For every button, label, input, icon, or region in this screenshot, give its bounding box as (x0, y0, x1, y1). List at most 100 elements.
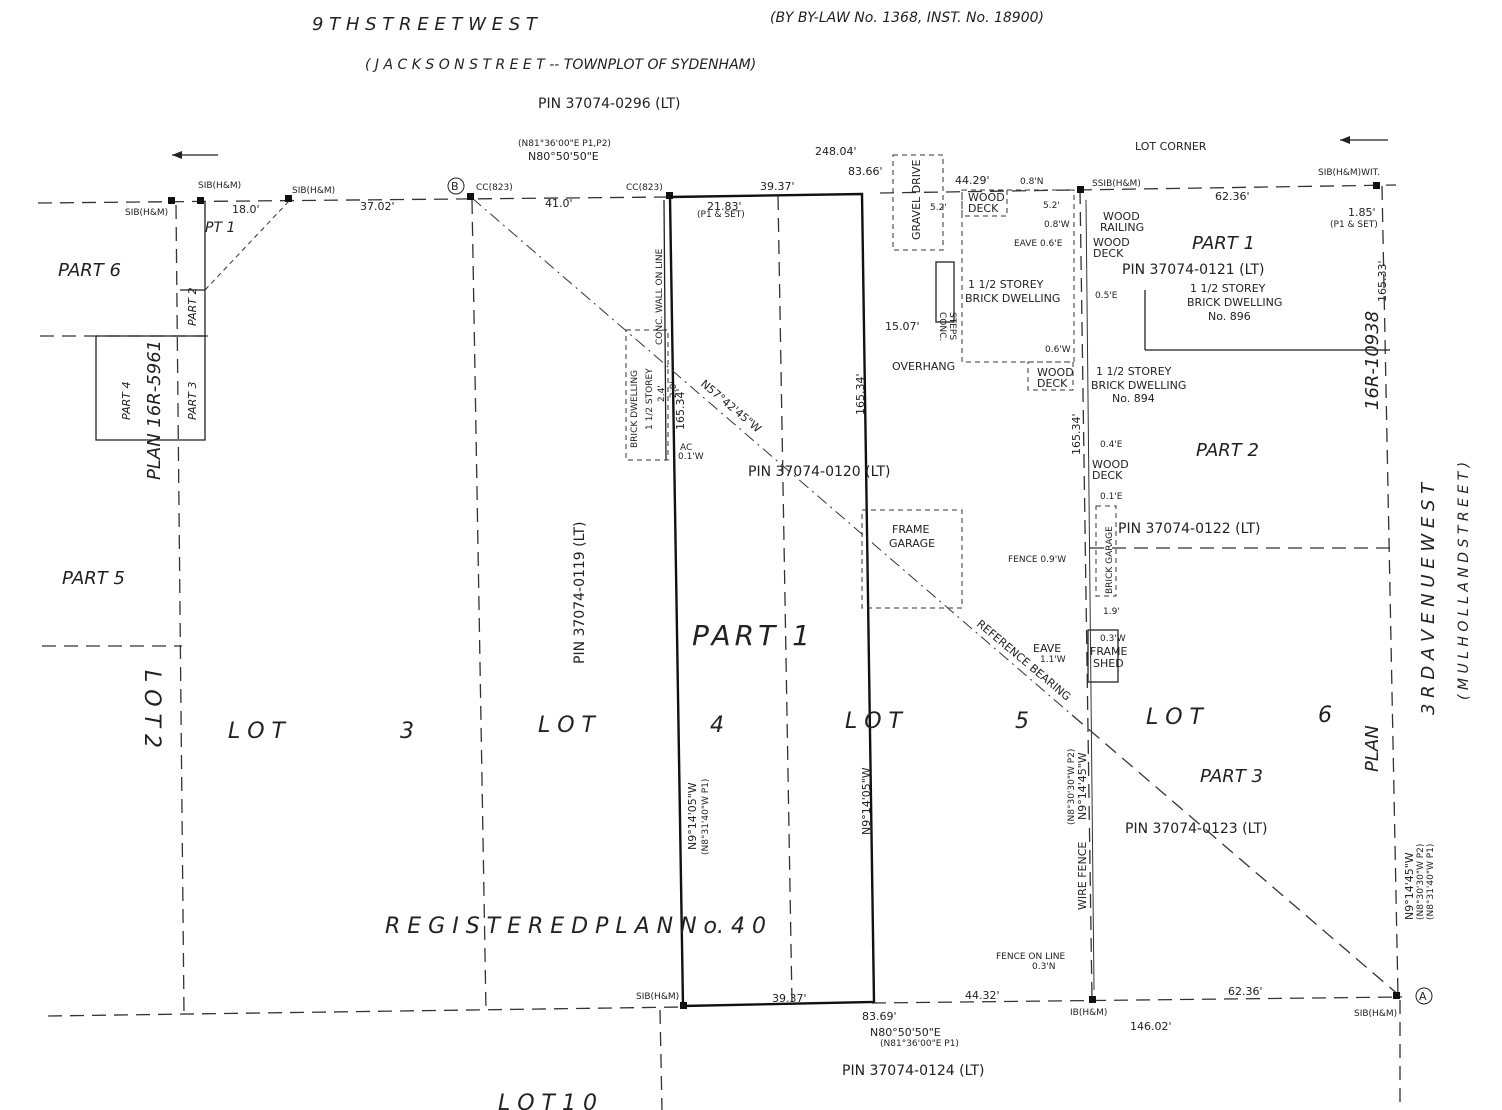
frame-garage (861, 509, 963, 609)
features-frame-shed-b-label: SHED (1093, 657, 1124, 670)
part1-boundary (668, 192, 876, 1008)
lot-line-vert-1 (175, 204, 185, 1015)
wood-deck-1 (961, 189, 1008, 217)
monuments-pt-b-label: B (451, 180, 459, 193)
dimensions-d165-34-a-label: 165.34' (674, 388, 687, 430)
point-b-marker (447, 177, 465, 195)
parts-r-part1-label: PART 1 (1192, 233, 1255, 254)
monuments-sib-se-label: SIB(H&M) (1354, 1009, 1397, 1019)
dimensions-p1set-label: (P1 & SET) (697, 210, 745, 220)
north-boundary-line-east (879, 184, 1397, 194)
features-wood-deck2b-label: DECK (1093, 247, 1124, 260)
monuments-sib3-label: SIB(H&M) (292, 186, 335, 196)
dimensions-d165-34-b-label: 165.34' (854, 373, 867, 415)
fence-marks (1085, 199, 1095, 991)
steps (935, 261, 955, 323)
bearings-east-line-label: N9°14'05"W (860, 767, 873, 835)
features-wood-deck1-label: WOOD (968, 191, 1005, 204)
monuments-ib-label: IB(H&M) (1070, 1008, 1107, 1018)
features-wood-deck4a-label: WOOD (1092, 458, 1129, 471)
plans-avenue-alt-label: ( M U L H O L L A N D S T R E E T ) (1456, 462, 1472, 700)
plan-linework (172, 151, 182, 159)
bearings-right-b-label: (N8°30'30"W P2) (1416, 844, 1426, 920)
lot-line-vert-2 (471, 199, 487, 1013)
features-wire-fence-label: WIRE FENCE (1076, 842, 1089, 910)
plan-linework (1340, 136, 1350, 144)
lots-lot6-label: 6 (1318, 703, 1332, 728)
features-storey1b-label: BRICK DWELLING (965, 292, 1060, 305)
north-boundary-line (37, 196, 669, 204)
monuments-pt-a-label: A (1419, 990, 1427, 1003)
features-storey2b-label: BRICK DWELLING (1091, 379, 1186, 392)
features-left-dwell-b-label: 1 1/2 STOREY (645, 368, 655, 430)
features-wood-deck3a-label: WOOD (1037, 366, 1074, 379)
lots-lot-label: L O T (845, 709, 904, 734)
lots-lot4-label: 4 (710, 713, 724, 738)
features-fence09-label: FENCE 0.9'W (1008, 555, 1066, 565)
features-storey3b-label: BRICK DWELLING (1187, 296, 1282, 309)
left-brick-dwelling (625, 329, 669, 461)
south-boundary-line (47, 1006, 683, 1017)
dimensions-d39-37-top-label: 39.37' (760, 180, 795, 193)
features-left-dwell-a-label: BRICK DWELLING (630, 370, 640, 448)
lots-lot10-label: L O T 1 0 (498, 1091, 597, 1110)
features-n0-5e-label: 0.5'E (1095, 291, 1118, 301)
features-frame-shed-a-label: FRAME (1090, 645, 1128, 658)
dimensions-d41-label: 41.0' (545, 197, 573, 210)
features-n0-1e-label: 0.1'E (1100, 492, 1123, 502)
monuments-sib2-label: SIB(H&M) (198, 181, 241, 191)
features-wood-deck2a-label: WOOD (1093, 236, 1130, 249)
arrow-left-icon (172, 151, 218, 159)
dimensions-d62-36-bot-label: 62.36' (1228, 985, 1263, 998)
part1-main-label: PART 1 (692, 619, 814, 652)
features-frame-garage-b-label: GARAGE (889, 537, 935, 550)
pins-pin0124-label: PIN 37074-0124 (LT) (842, 1063, 985, 1079)
dimensions-d44-29-label: 44.29' (955, 174, 990, 187)
features-storey2a-label: 1 1/2 STOREY (1096, 365, 1172, 378)
parts-pt1-small-label: PT 1 (205, 220, 235, 236)
dimensions-d5-2b-label: 5.2' (1043, 201, 1060, 211)
features-eave06-label: EAVE 0.6'E (1014, 239, 1063, 249)
plan-linework (95, 336, 206, 441)
plans-plan-word-label: PLAN (1362, 725, 1383, 772)
bearings-north-label: N80°50'50"E (528, 150, 599, 163)
bearings-mid-b-label: N9°14'45"W (1076, 752, 1089, 820)
features-wood-deck3b-label: DECK (1037, 377, 1068, 390)
reference-bearing-line (1071, 714, 1401, 997)
dimensions-d62-36-top-label: 62.36' (1215, 190, 1250, 203)
lots-lot3-label: 3 (400, 719, 414, 744)
features-fence-on-line-b-label: 0.3'N (1032, 962, 1056, 972)
lots-lot-label: L O T (538, 713, 597, 738)
point-a-marker (1415, 987, 1433, 1005)
features-frame-garage-a-label: FRAME (892, 523, 930, 536)
pins-pin0123-label: PIN 37074-0123 (LT) (1125, 821, 1268, 837)
bearings-right-c-label: (N8°31'40"W P1) (1426, 844, 1436, 920)
dimensions-d165-34-c-label: 165.34' (1070, 413, 1083, 455)
plan-linework (1373, 182, 1380, 189)
features-n0-8b-label: 0.8'W (1044, 220, 1070, 230)
south-boundary-line-east (871, 996, 1403, 1004)
dimensions-d165-33-label: 165.33' (1376, 260, 1389, 302)
bearings-south-p-label: (N81°36'00"E P1) (880, 1039, 959, 1049)
features-n0-8a-label: 0.8'N (1020, 177, 1044, 187)
parts-part3-small-label: PART 3 (186, 382, 199, 420)
parts-r-part2-label: PART 2 (1196, 440, 1259, 461)
dimensions-d1-85-label: 1.85' (1348, 206, 1376, 219)
dimensions-d2-4-label: 2.4' (657, 385, 667, 402)
dimensions-d2-0-label: 2.0' (669, 381, 679, 398)
parts-part2-small-label: PART 2 (186, 288, 199, 326)
pins-pin0119-label: PIN 37074-0119 (LT) (572, 521, 588, 664)
dimensions-d83-69-label: 83.69' (862, 1010, 897, 1023)
plan-linework (467, 193, 474, 200)
features-gravel-drive-label: GRAVEL DRIVE (910, 159, 923, 240)
pins-pin0120-label: PIN 37074-0120 (LT) (748, 464, 891, 480)
dimensions-d15-07-label: 15.07' (885, 320, 920, 333)
plans-avenue-label: 3 R D A V E N U E W E S T (1418, 481, 1439, 715)
lots-lot2-label: L O T 2 (139, 670, 164, 748)
features-conc-label: CONC. (937, 312, 947, 341)
monuments-cc2-label: CC(823) (626, 183, 663, 193)
lots-registered-label: R E G I S T E R E D P L A N N o. 4 0 (385, 914, 766, 939)
features-fence-on-line-a-label: FENCE ON LINE (996, 952, 1066, 962)
dimensions-d39-37-bot-label: 39.37' (772, 992, 807, 1005)
